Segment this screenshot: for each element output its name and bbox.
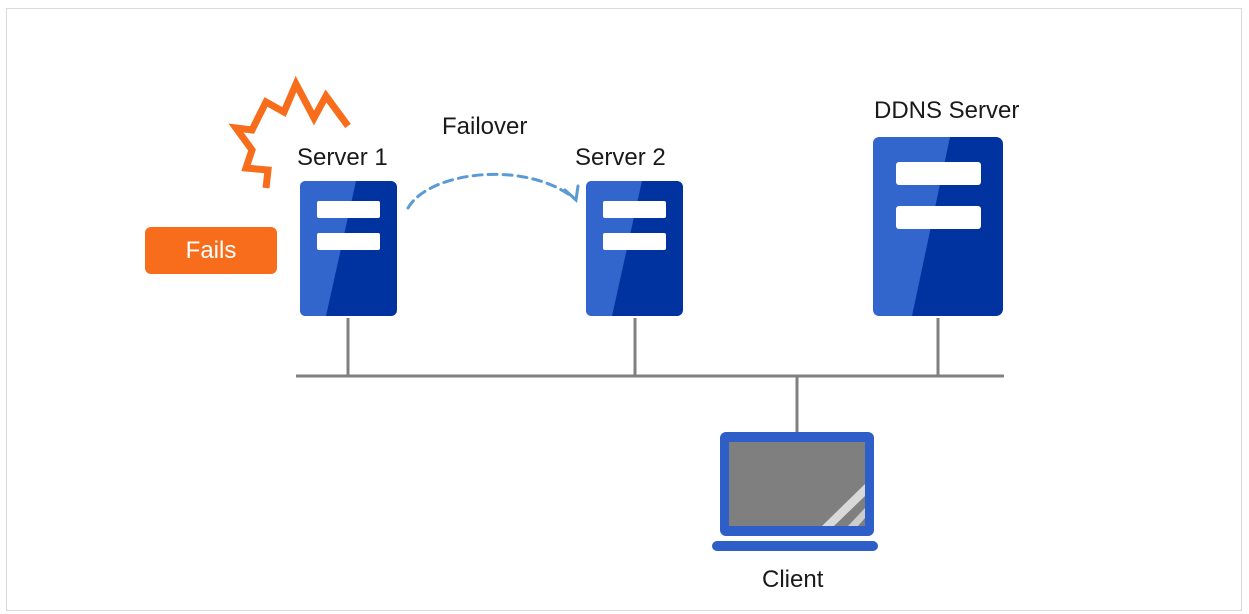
failover-arrow [406, 172, 580, 210]
server1-icon [300, 181, 397, 316]
ddns-server-label: DDNS Server [874, 97, 1020, 124]
server1-label: Server 1 [297, 144, 388, 171]
laptop-icon [712, 432, 878, 551]
fails-badge: Fails [145, 227, 277, 274]
client-label: Client [762, 566, 824, 593]
failover-label: Failover [442, 113, 528, 140]
ddns-server-icon [873, 137, 1003, 316]
server2-icon [586, 181, 683, 316]
network-lines [296, 318, 1004, 432]
lightning-icon [228, 75, 351, 189]
server2-label: Server 2 [575, 144, 666, 171]
